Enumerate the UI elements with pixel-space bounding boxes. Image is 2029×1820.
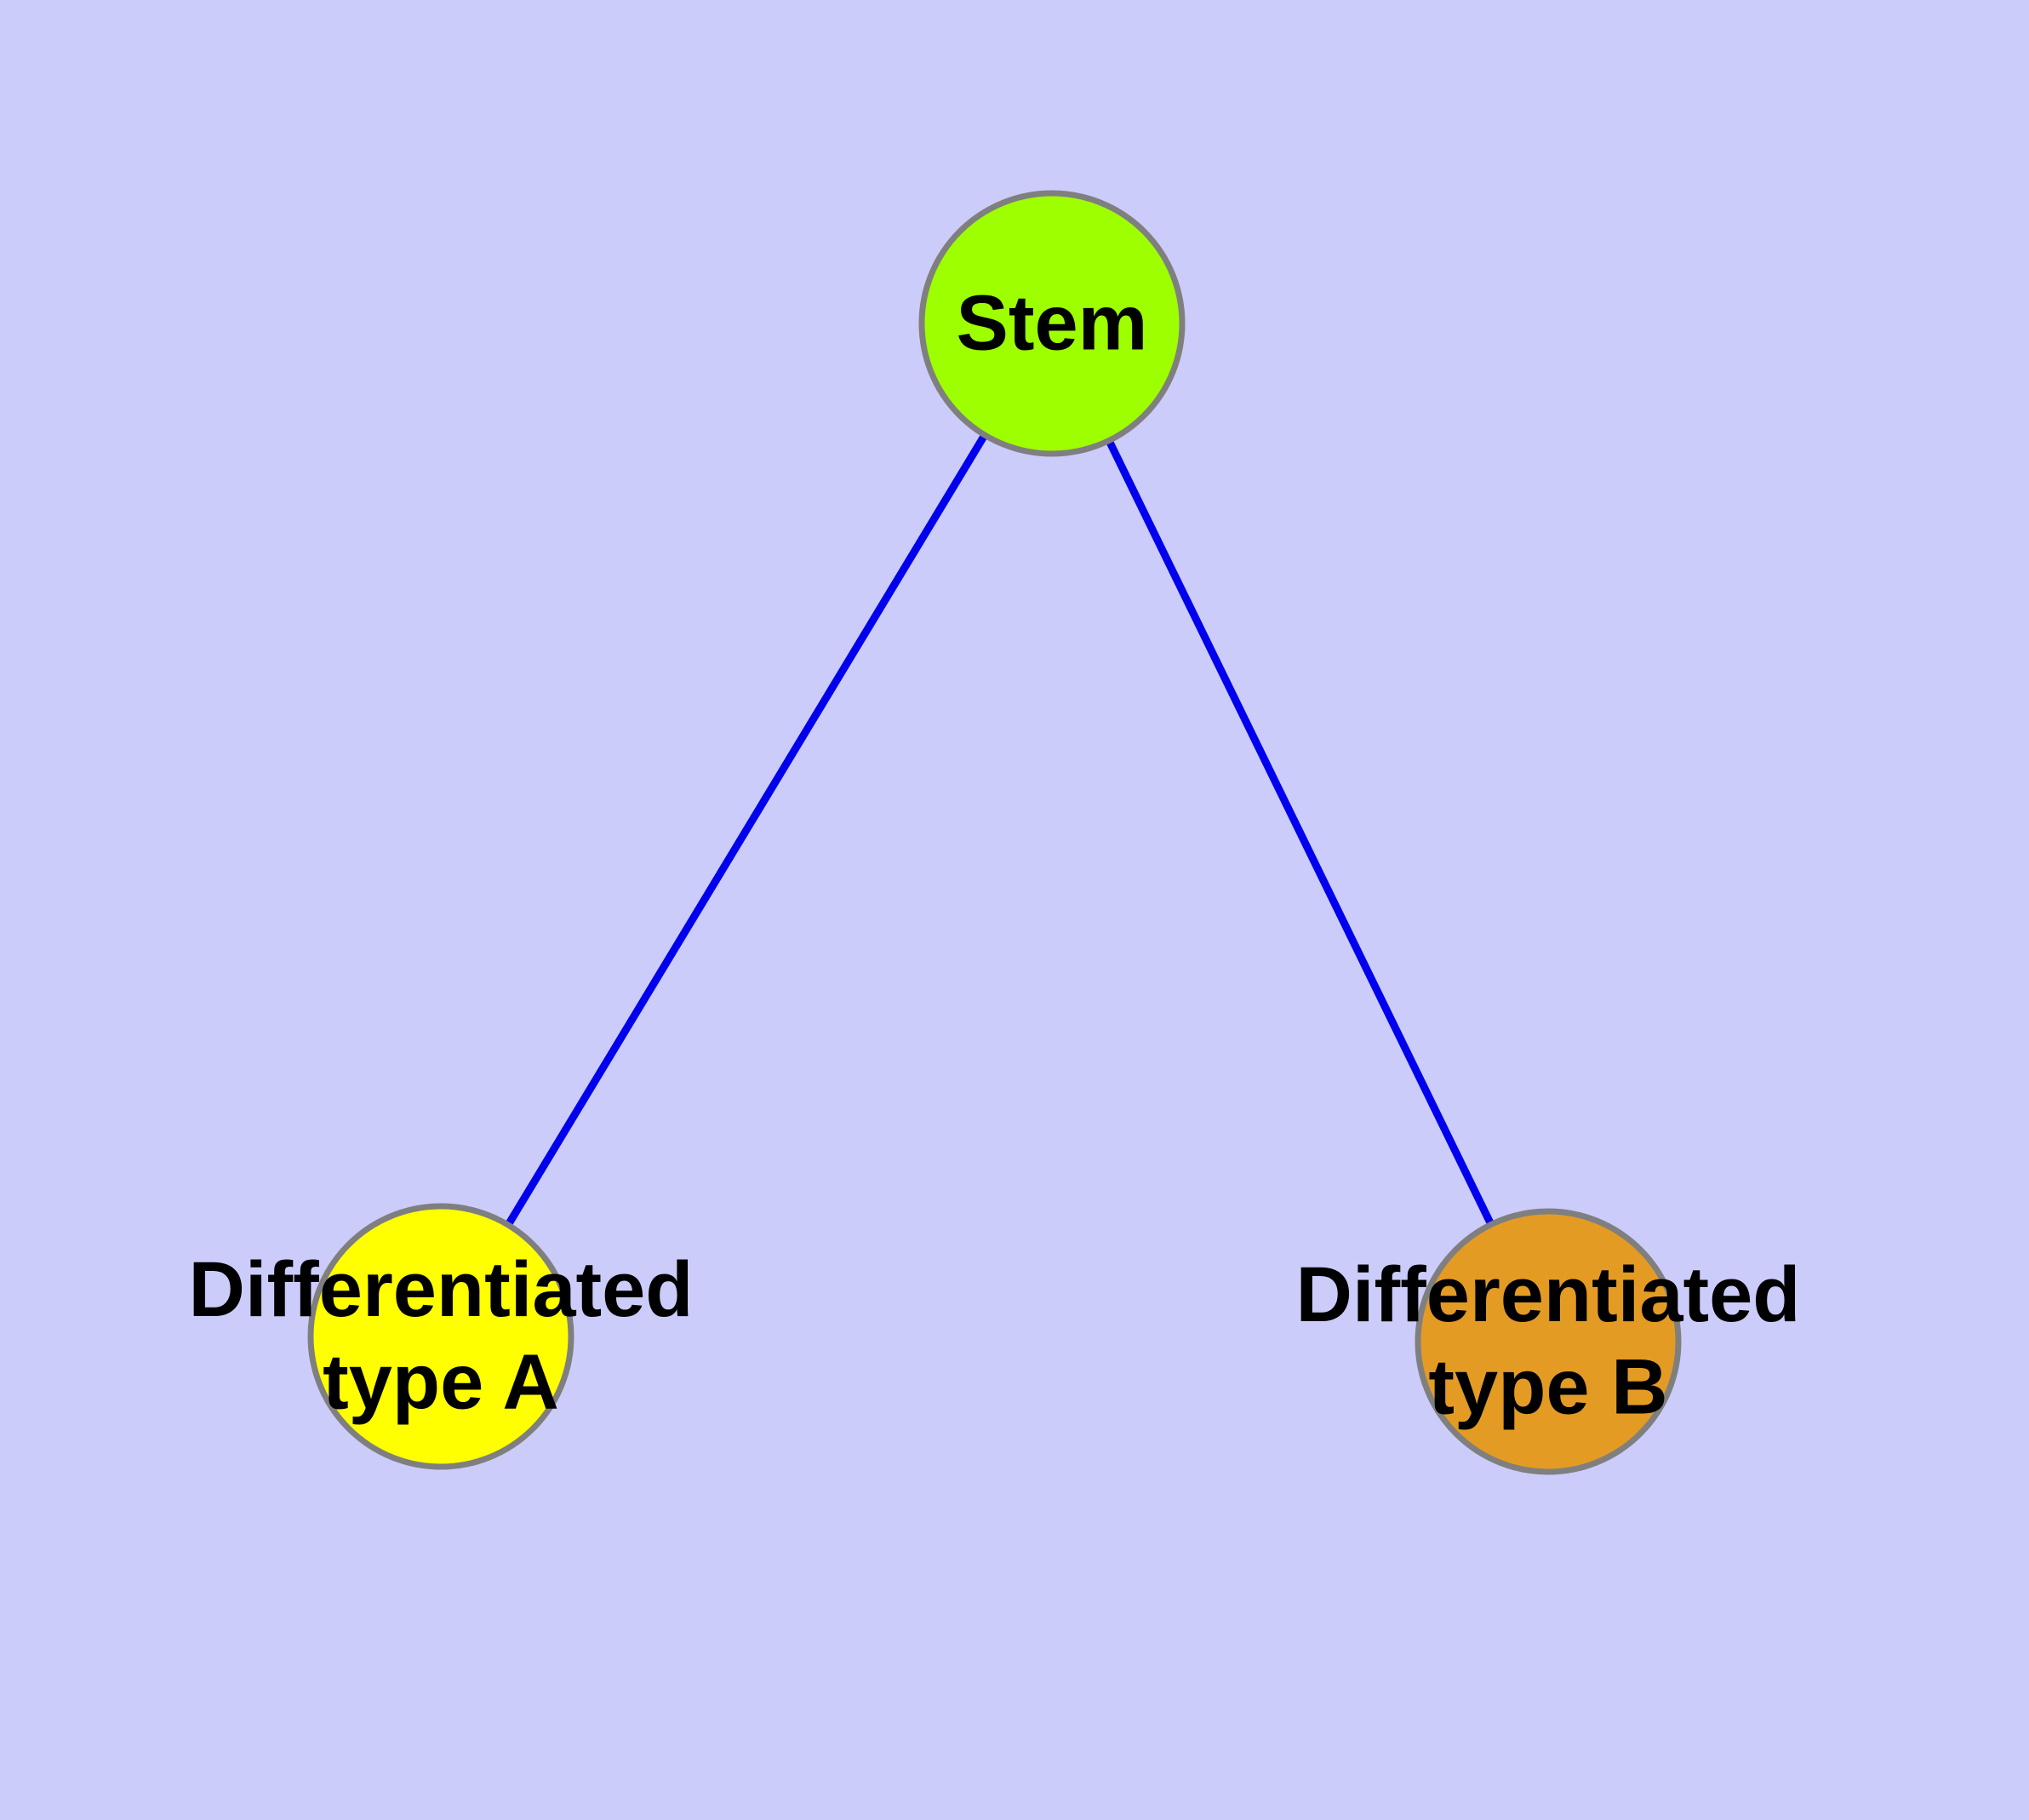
node-differentiated-type-b-circle[interactable] (1415, 1208, 1682, 1475)
edge-stem-to-differentiated-type-b[interactable] (1048, 322, 1552, 1343)
node-label-line: type A (323, 1339, 559, 1426)
node-label-line: type B (1428, 1344, 1667, 1431)
node-label-line: Differentiated (189, 1246, 694, 1333)
node-stem-label: Stem (957, 279, 1148, 366)
edge-layer (437, 321, 1552, 1343)
node-label-line: Differentiated (1296, 1251, 1801, 1338)
node-stem[interactable]: Stem (918, 190, 1186, 457)
node-stem-circle[interactable] (918, 190, 1186, 457)
edge-stem-to-differentiated-type-a[interactable] (437, 321, 1055, 1339)
node-differentiated-type-a-circle[interactable] (307, 1203, 574, 1470)
node-label-line: Stem (957, 279, 1148, 366)
